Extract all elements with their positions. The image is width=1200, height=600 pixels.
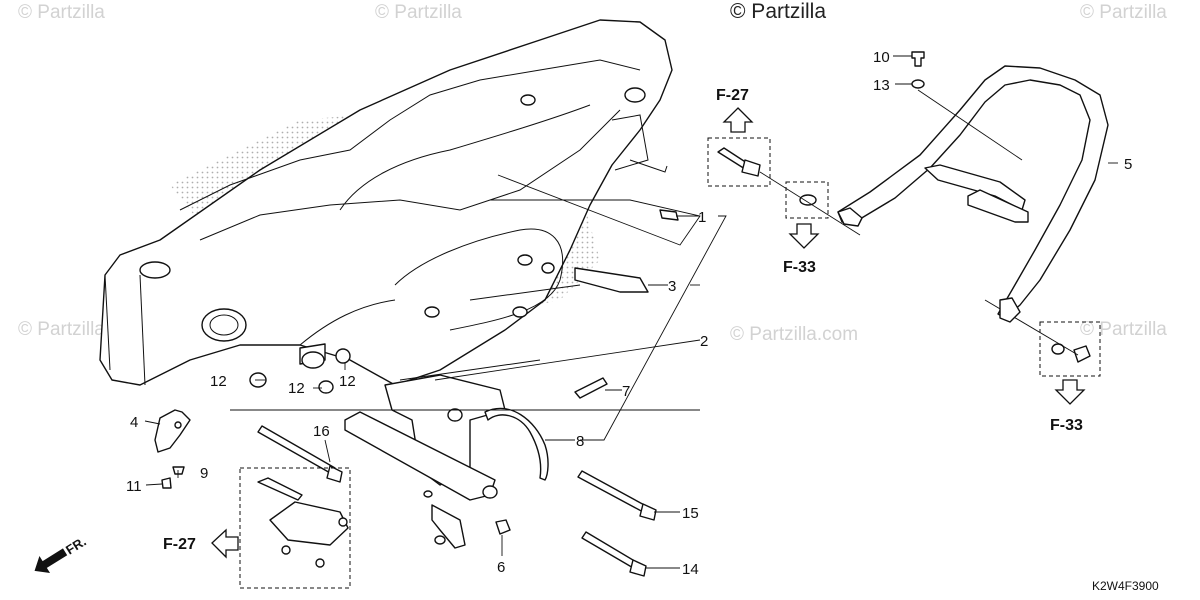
ref-f27-left-label: F-27 <box>163 536 196 553</box>
callout-16: 16 <box>313 423 330 440</box>
callout-12: 12 <box>210 373 227 390</box>
front-label: FR. <box>63 534 89 558</box>
ref-f33-right-label: F-33 <box>1050 417 1083 434</box>
lower-bracket <box>344 374 506 549</box>
callout-10: 10 <box>873 49 890 66</box>
watermark: © Partzilla <box>18 319 105 340</box>
callout-14: 14 <box>682 561 699 578</box>
ref-f33-middle: F-33 <box>783 223 820 276</box>
callout-9: 9 <box>200 465 208 482</box>
part-1-block <box>659 209 679 221</box>
arrow-left-icon <box>211 528 239 559</box>
ref-f33-middle-label: F-33 <box>783 259 816 276</box>
callout-2: 2 <box>700 333 708 350</box>
callout-5: 5 <box>1124 156 1132 173</box>
part-13-washer <box>911 79 925 89</box>
part-3-strip <box>574 267 649 293</box>
callout-labels: 1 2 3 4 5 6 7 8 9 10 11 12 12 12 13 14 1… <box>126 49 1132 578</box>
callout-1: 1 <box>698 209 706 226</box>
callout-11: 11 <box>126 478 142 495</box>
callout-8: 8 <box>576 433 584 450</box>
arrow-down-icon <box>788 223 820 249</box>
arrow-down-icon <box>1054 379 1086 405</box>
part-16-bolt <box>257 425 343 483</box>
part-6-clip <box>495 519 511 535</box>
watermark: © Partzilla <box>1080 2 1167 23</box>
arrow-front-icon <box>34 548 68 574</box>
callout-13: 13 <box>873 77 890 94</box>
callout-15: 15 <box>682 505 699 522</box>
ref-f27-top-label: F-27 <box>716 87 749 104</box>
watermark: © Partzilla.com <box>730 324 858 345</box>
watermark: © Partzilla <box>18 2 105 23</box>
ref-f33-right: F-33 <box>1050 379 1086 434</box>
leader-lines <box>144 55 1118 569</box>
part-15-bolt <box>577 470 657 521</box>
front-direction-marker: FR. <box>34 534 89 574</box>
callout-3: 3 <box>668 278 676 295</box>
part-4-bracket <box>154 409 191 489</box>
top-inset-bolt-box <box>707 137 861 236</box>
callout-6: 6 <box>497 559 505 576</box>
part-7-bar <box>574 377 608 399</box>
callout-4: 4 <box>130 414 138 431</box>
callout-12: 12 <box>288 380 305 397</box>
body-cover <box>99 19 673 386</box>
watermark: © Partzilla <box>1080 319 1167 340</box>
ref-f27-top: F-27 <box>716 87 754 133</box>
part-5-grab-rail <box>837 65 1109 323</box>
arrow-up-icon <box>722 107 754 133</box>
ref-f27-left: F-27 <box>163 528 239 559</box>
part-14-bolt <box>581 531 647 577</box>
callout-12: 12 <box>339 373 356 390</box>
part-8-curved-strip <box>484 407 549 481</box>
diagram-code: K2W4F3900 <box>1092 579 1159 593</box>
inset-bracket-box <box>239 467 351 589</box>
callout-7: 7 <box>622 383 630 400</box>
watermark-notice: © Partzilla <box>730 0 826 23</box>
grommet-group <box>249 343 351 394</box>
part-10-screw <box>911 51 925 67</box>
watermark: © Partzilla <box>375 2 462 23</box>
